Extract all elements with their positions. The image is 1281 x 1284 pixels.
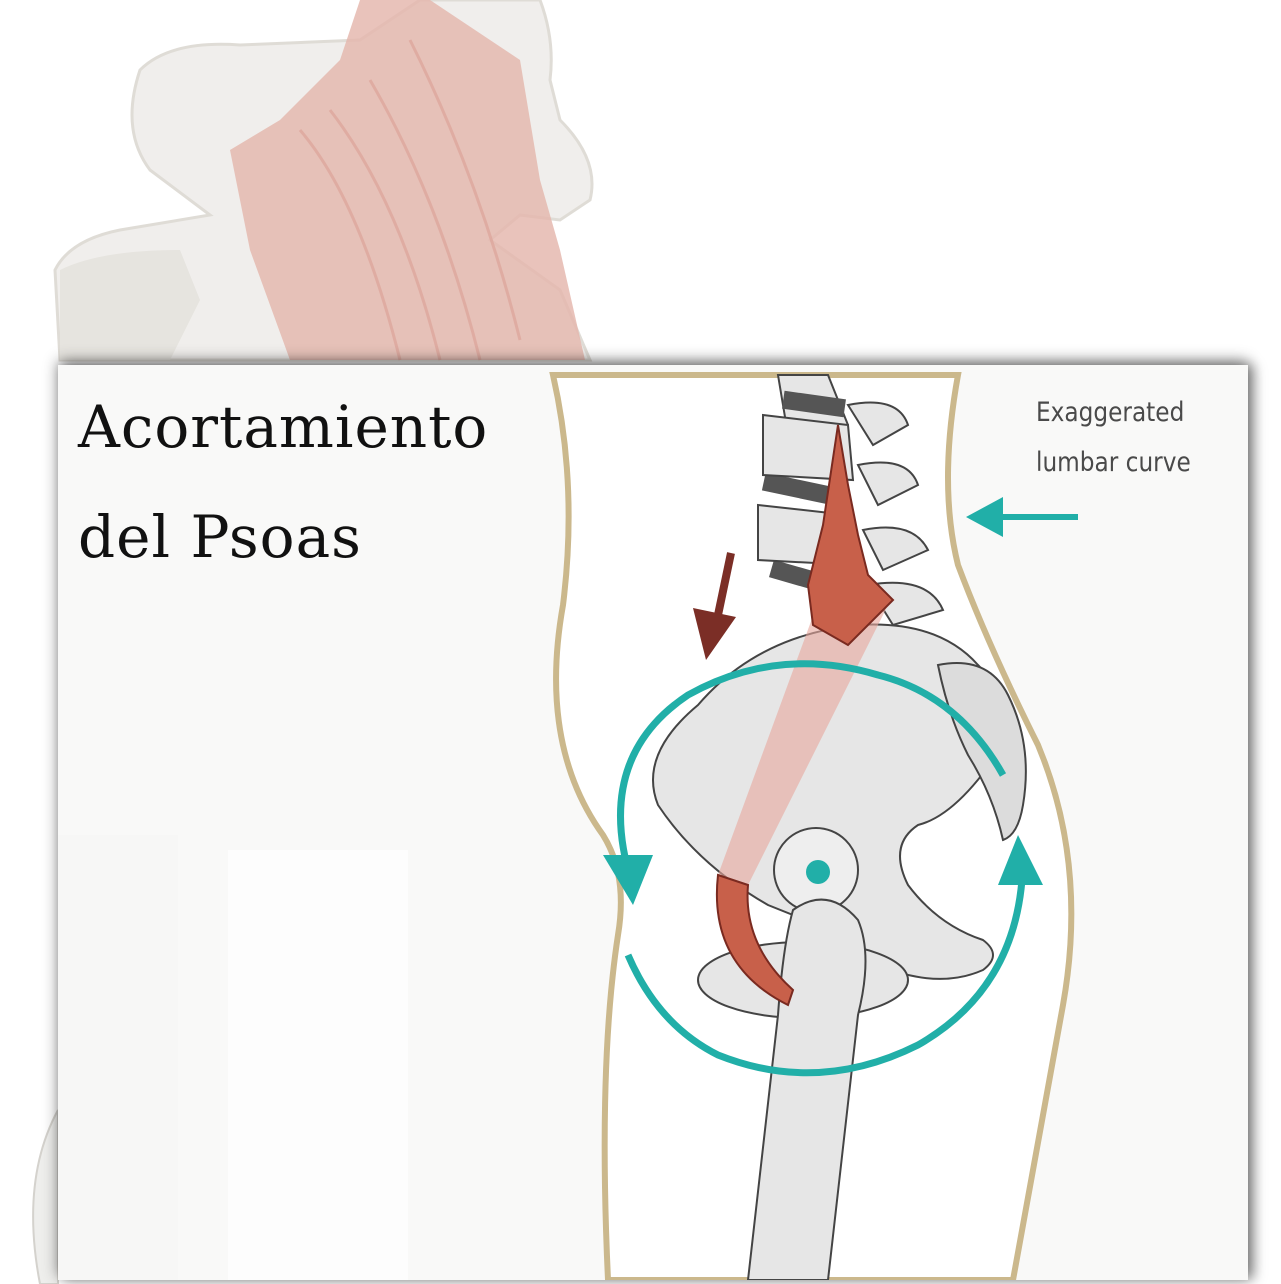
- hip-joint-center: [806, 860, 830, 884]
- background-bone-bottom-left: [33, 1110, 58, 1284]
- left-blank-area: [58, 835, 178, 1280]
- annotation-line-1: Exaggerated: [1036, 397, 1184, 428]
- diagram-title-line-1: Acortamiento: [78, 393, 488, 461]
- left-arrow-icon: [966, 497, 1078, 537]
- diagram-title-line-2: del Psoas: [78, 503, 362, 571]
- annotation-line-2: lumbar curve: [1036, 447, 1191, 478]
- left-blank-area-2: [228, 850, 408, 1280]
- diagram-panel: Acortamiento del Psoas Exaggerated lumba…: [58, 365, 1248, 1280]
